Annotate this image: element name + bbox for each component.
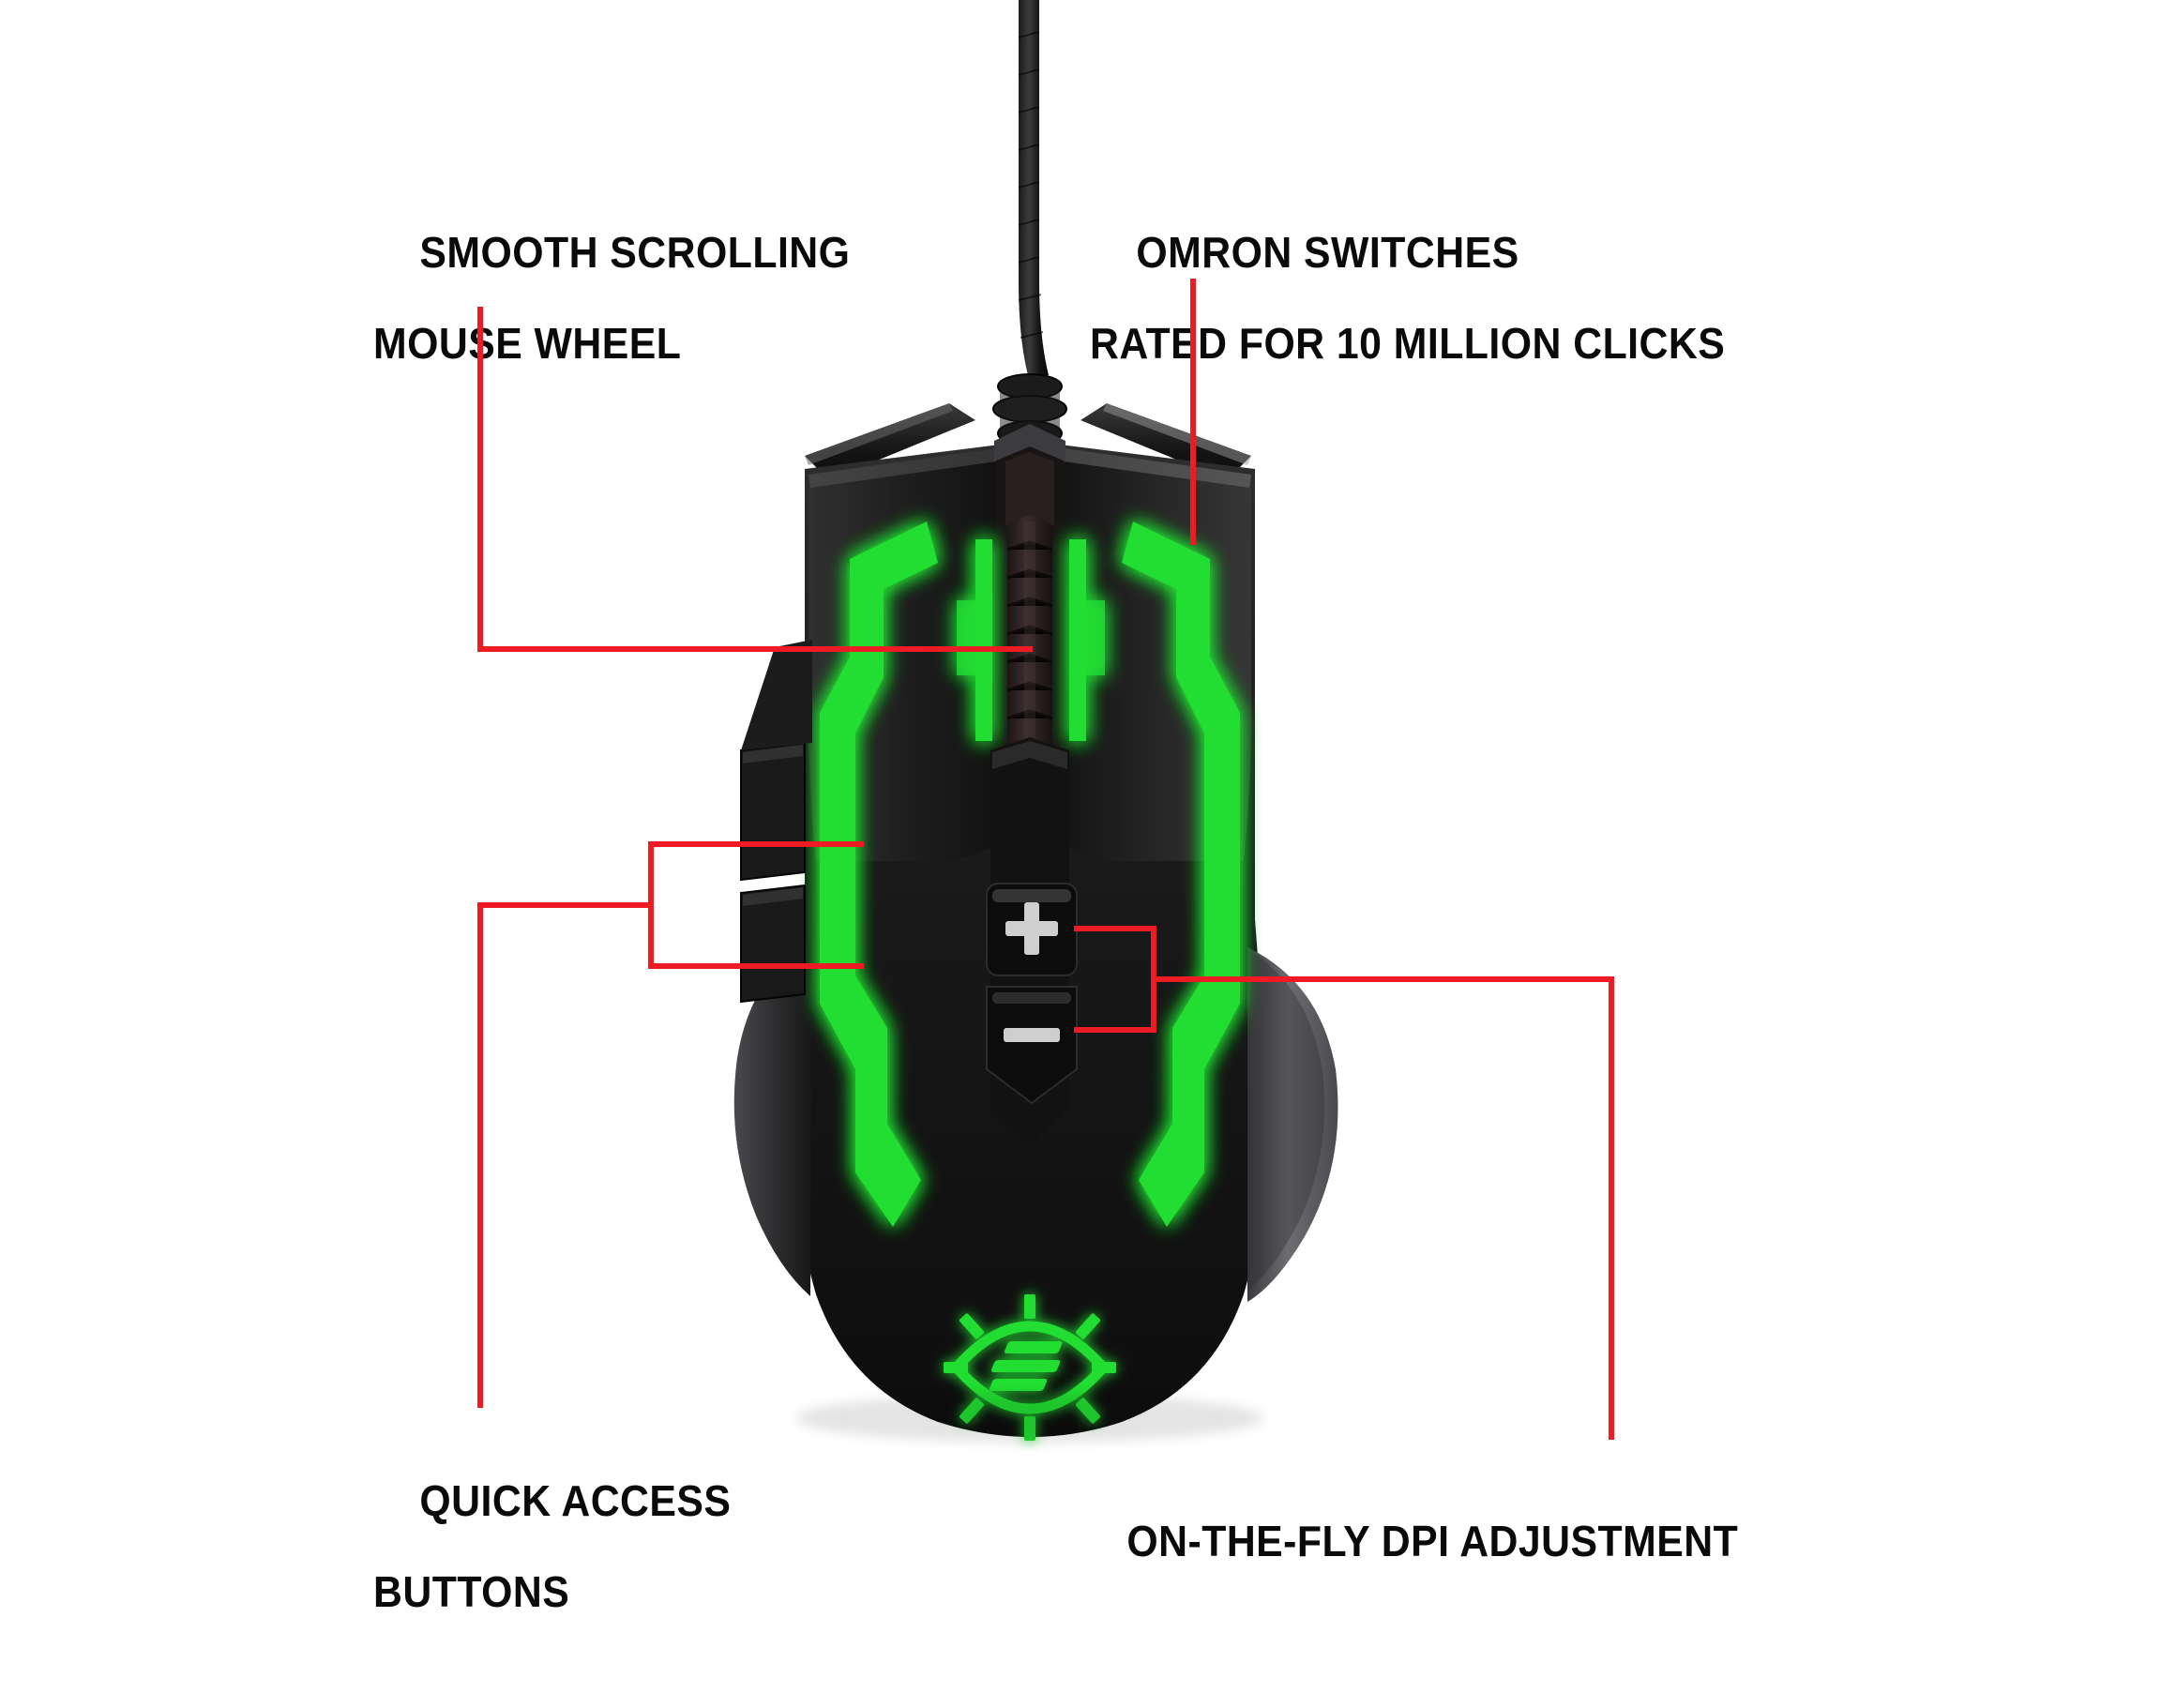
mouse-top-wings xyxy=(805,403,1251,480)
callout-label-quick-access: QUICK ACCESS BUTTONS xyxy=(373,1432,731,1707)
callout-omron-line1: OMRON SWITCHES xyxy=(1136,227,1519,277)
led-wheel-strips xyxy=(957,539,1105,741)
callout-line-scroll-wheel xyxy=(477,307,1033,652)
scroll-wheel[interactable] xyxy=(1006,514,1053,762)
callout-quick-line2: BUTTONS xyxy=(373,1567,570,1617)
callout-scroll-line2: MOUSE WHEEL xyxy=(373,319,682,369)
callout-omron-line2: RATED FOR 10 MILLION CLICKS xyxy=(1090,319,1726,369)
dpi-decrease-button[interactable] xyxy=(986,986,1078,1105)
callout-scroll-line1: SMOOTH SCROLLING xyxy=(419,227,851,277)
mouse-illustration xyxy=(733,0,1338,1443)
plus-icon xyxy=(1005,902,1058,955)
right-side-grip xyxy=(1247,947,1338,1302)
callout-dpi-line1: ON-THE-FLY DPI ADJUSTMENT xyxy=(1126,1516,1739,1565)
callout-label-dpi: ON-THE-FLY DPI ADJUSTMENT xyxy=(1080,1473,1738,1610)
minus-icon xyxy=(1004,1028,1060,1042)
led-bracket-left xyxy=(820,521,938,1227)
diagram-canvas: SMOOTH SCROLLING MOUSE WHEEL OMRON SWITC… xyxy=(373,0,1738,1615)
callout-lines xyxy=(477,279,1614,1440)
left-flank-panel xyxy=(741,640,812,750)
left-side-grip xyxy=(733,938,812,1296)
callout-label-scroll-wheel: SMOOTH SCROLLING MOUSE WHEEL xyxy=(373,184,850,459)
led-bracket-right xyxy=(1122,521,1240,1227)
callout-quick-line1: QUICK ACCESS xyxy=(419,1475,732,1525)
callout-label-omron: OMRON SWITCHES RATED FOR 10 MILLION CLIC… xyxy=(1090,184,1725,459)
